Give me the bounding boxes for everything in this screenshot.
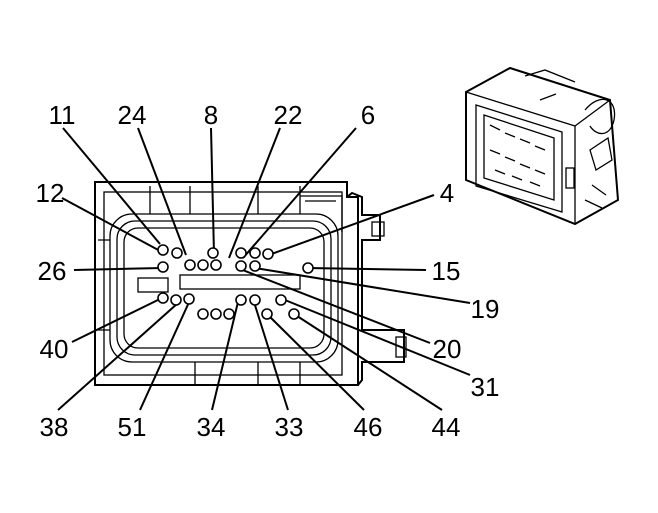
pin-label-31: 31: [471, 372, 500, 402]
pin-label-15: 15: [432, 256, 461, 286]
pin-cavity: [183, 293, 195, 305]
pin-cavities: [157, 244, 314, 320]
connector-iso-view: [465, 66, 620, 226]
leader-lines: [57, 127, 471, 411]
pin-label-34: 34: [197, 412, 226, 442]
pin-cavity: [262, 248, 274, 260]
pin-label-11: 11: [49, 100, 76, 130]
pin-cavity: [249, 260, 261, 272]
pin-label-51: 51: [118, 412, 147, 442]
pin-label-4: 4: [440, 178, 454, 208]
pin-cavity: [170, 294, 182, 306]
pin-cavity: [249, 294, 261, 306]
pin-cavity: [288, 308, 300, 320]
pin-cavity: [207, 247, 219, 259]
pin-label-33: 33: [275, 412, 304, 442]
pin-cavity: [249, 247, 261, 259]
pin-cavity: [157, 261, 169, 273]
pin-label-26: 26: [38, 256, 67, 286]
pin-label-20: 20: [433, 334, 462, 364]
pin-cavity: [197, 308, 209, 320]
pin-label-6: 6: [361, 100, 375, 130]
pin-label-44: 44: [432, 412, 461, 442]
pin-label-19: 19: [471, 294, 500, 324]
pin-label-22: 22: [274, 100, 303, 130]
pin-cavity: [210, 259, 222, 271]
connector-face: [94, 181, 407, 386]
pin-cavity: [235, 260, 247, 272]
pin-cavity: [171, 247, 183, 259]
pin-label-8: 8: [204, 100, 218, 130]
pin-label-24: 24: [118, 100, 147, 130]
pin-cavity: [157, 244, 169, 256]
pin-cavity: [302, 262, 314, 274]
pin-cavity: [235, 294, 247, 306]
pin-cavity: [275, 294, 287, 306]
pin-label-38: 38: [40, 412, 69, 442]
pin-cavity: [157, 292, 169, 304]
pin-cavity: [197, 259, 209, 271]
pin-cavity: [261, 308, 273, 320]
pin-cavity: [235, 247, 247, 259]
pin-label-46: 46: [354, 412, 383, 442]
pin-cavity: [223, 308, 235, 320]
pin-cavity: [210, 308, 222, 320]
pin-cavity: [184, 259, 196, 271]
pin-labels: 11 24 8 22 6 12 4 26 15 19 40 20 31 38 5…: [36, 100, 500, 442]
pin-label-12: 12: [36, 178, 65, 208]
pin-label-40: 40: [40, 334, 69, 364]
